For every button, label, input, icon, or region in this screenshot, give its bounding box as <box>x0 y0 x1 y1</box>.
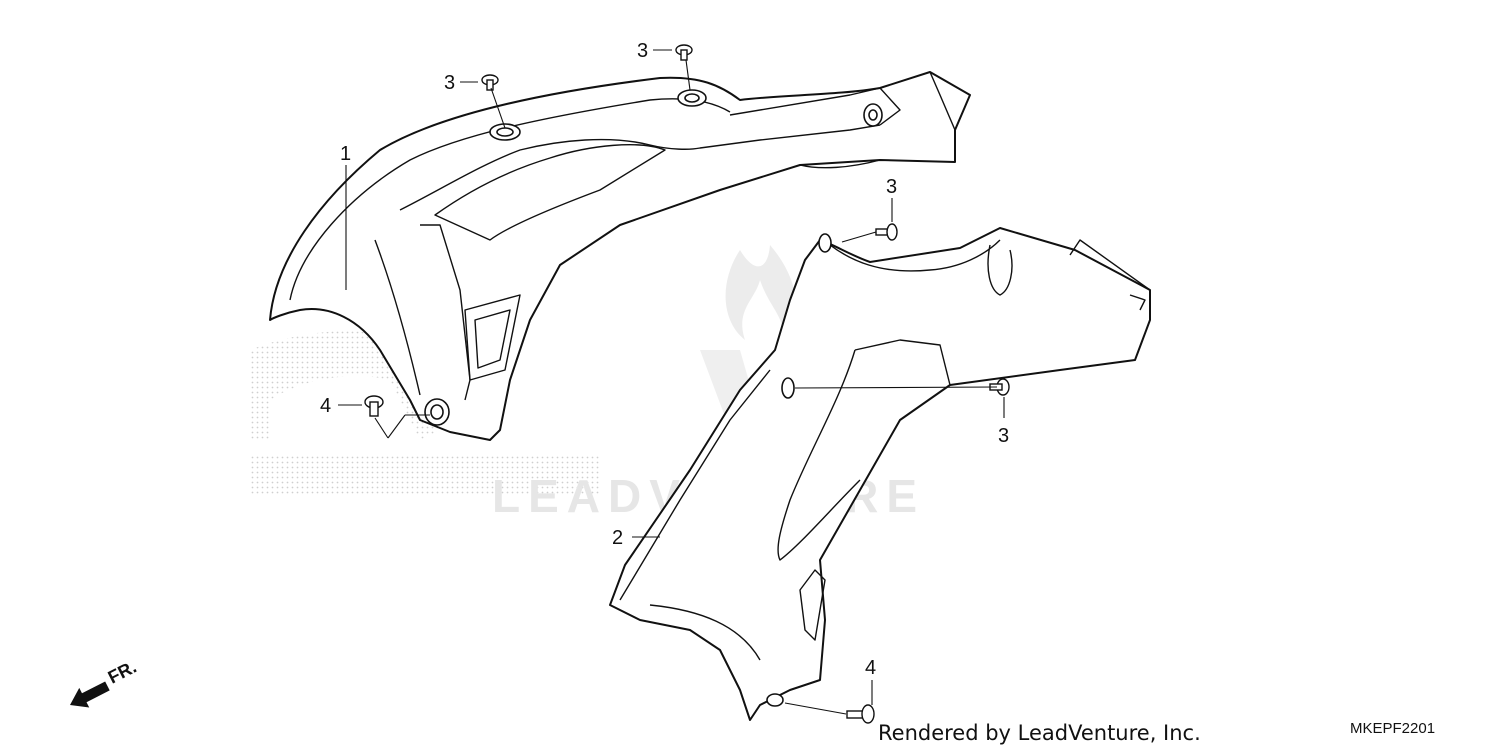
leader-lines <box>338 49 1005 715</box>
bolt-4b-icon <box>846 704 875 724</box>
diagram-code: MKEPF2201 <box>1350 720 1435 737</box>
screw-3c-icon <box>875 223 898 241</box>
screw-3a-icon <box>481 74 499 91</box>
rendered-by-text: Rendered by LeadVenture, Inc. <box>878 721 1201 745</box>
callout-3: 3 <box>998 425 1009 447</box>
callout-3: 3 <box>886 176 897 198</box>
front-direction-arrow-icon <box>70 681 110 708</box>
radiator-shroud-part-1 <box>269 71 971 441</box>
callout-4: 4 <box>320 395 331 417</box>
callout-3: 3 <box>444 72 455 94</box>
callout-4: 4 <box>865 657 876 679</box>
callout-3: 3 <box>637 40 648 62</box>
bolt-4a-icon <box>364 395 384 417</box>
radiator-shroud-part-2 <box>609 227 1151 721</box>
callout-1: 1 <box>340 143 351 165</box>
front-direction-label: FR. <box>105 657 140 688</box>
callout-2: 2 <box>612 527 623 549</box>
screw-3b-icon <box>675 44 693 61</box>
